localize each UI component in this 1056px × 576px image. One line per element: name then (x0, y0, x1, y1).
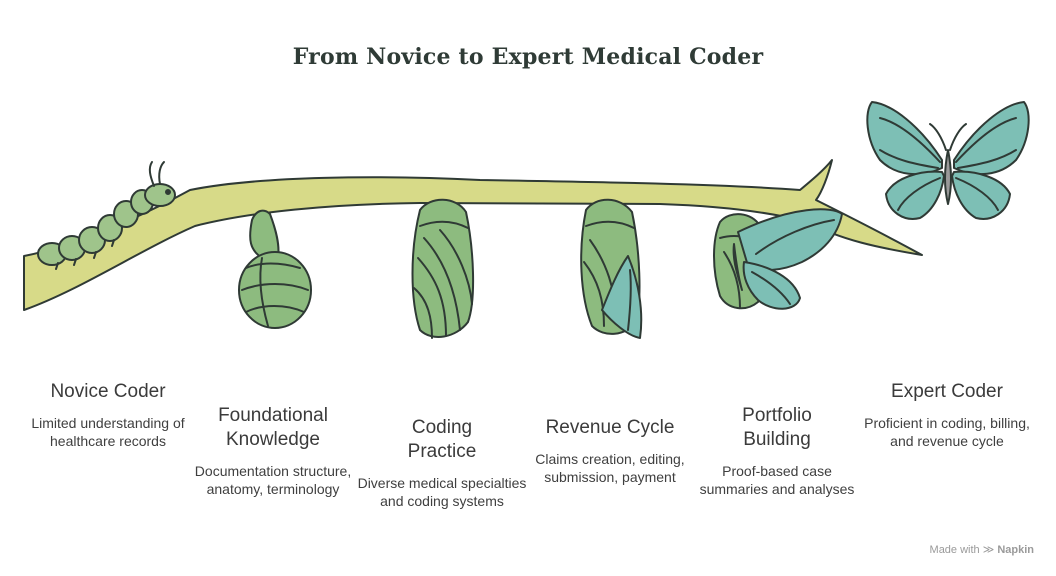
stage-novice-coder: Novice Coder Limited understanding of he… (23, 380, 193, 450)
butterfly-icon (866, 101, 1030, 220)
stage-description: Limited understanding of healthcare reco… (31, 415, 185, 449)
chrysalis-icon (411, 198, 475, 339)
stage-description: Claims creation, editing, submission, pa… (535, 451, 685, 485)
stage-title: Revenue Cycle (545, 417, 675, 438)
stage-description: Proficient in coding, billing, and reven… (864, 415, 1030, 449)
emerging-chrysalis-icon (580, 198, 643, 339)
stage-title: Expert Coder (891, 381, 1003, 402)
made-with-label: Made with (929, 544, 980, 556)
stage-coding-practice: Coding Practice Diverse medical specialt… (357, 416, 527, 510)
made-with-napkin[interactable]: Made with ≫ Napkin (930, 543, 1034, 556)
diagram-title: From Novice to Expert Medical Coder (292, 44, 764, 70)
stage-revenue-cycle: Revenue Cycle Claims creation, editing, … (525, 416, 695, 486)
caterpillar-icon (37, 161, 176, 270)
stage-description: Documentation structure, anatomy, termin… (194, 463, 352, 497)
branch (23, 159, 923, 311)
emerging-butterfly-icon (713, 208, 843, 310)
pupa-icon (238, 209, 312, 329)
napkin-logo-icon: ≫ (982, 544, 995, 556)
stage-portfolio-building: Portfolio Building Proof-based case summ… (692, 404, 862, 498)
stage-description: Proof-based case summaries and analyses (699, 463, 855, 497)
stage-title: Novice Coder (50, 381, 166, 402)
stage-title: Foundational Knowledge (218, 405, 328, 450)
stage-expert-coder: Expert Coder Proficient in coding, billi… (862, 380, 1032, 450)
napkin-brand: Napkin (997, 544, 1034, 556)
stage-foundational-knowledge: Foundational Knowledge Documentation str… (188, 404, 358, 498)
stage-title: Portfolio Building (742, 405, 812, 450)
stage-description: Diverse medical specialties and coding s… (357, 475, 527, 509)
stage-title: Coding Practice (407, 417, 477, 462)
